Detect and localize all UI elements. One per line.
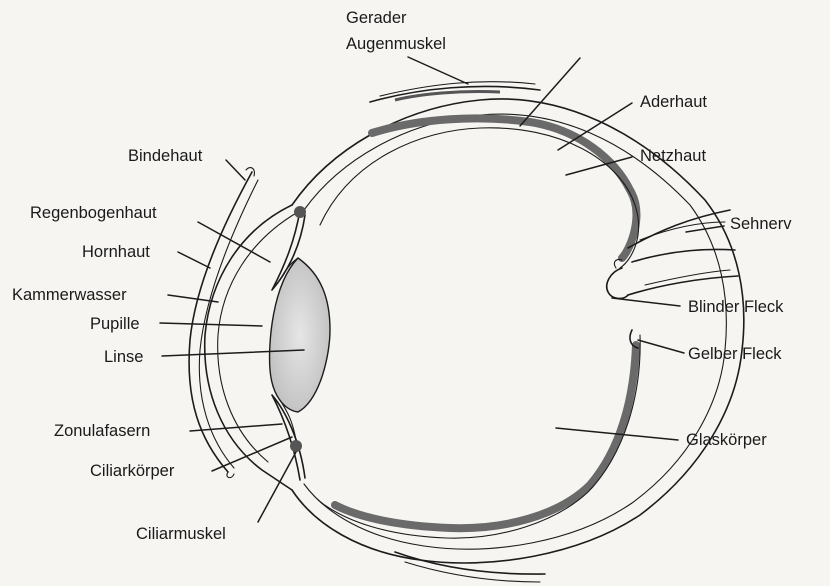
leader-pupille: [160, 323, 262, 326]
choroid-band: [372, 118, 636, 258]
label-sehnerv: Sehnerv: [730, 216, 791, 233]
label-gelber-fleck: Gelber Fleck: [688, 346, 782, 363]
leader-blinder-fleck: [612, 298, 680, 306]
retina-line-lower: [318, 335, 640, 538]
sclera-outer: [292, 99, 744, 563]
label-bindehaut: Bindehaut: [128, 148, 202, 165]
leader-gerader-augenmuskel: [408, 57, 468, 84]
label-zonulafasern: Zonulafasern: [54, 423, 150, 440]
label-glaskoerper: Glaskörper: [686, 432, 767, 449]
label-linse: Linse: [104, 349, 143, 366]
label-ciliarmuskel: Ciliarmuskel: [136, 526, 226, 543]
label-augenmuskel: Augenmuskel: [346, 36, 446, 53]
optic-nerve: [628, 210, 730, 248]
blind-spot: [607, 268, 628, 298]
leader-hornhaut: [178, 252, 210, 268]
leader-bindehaut: [226, 160, 245, 180]
choroid-band-lower: [335, 345, 636, 528]
leader-sclera: [520, 58, 580, 126]
label-gerader: Gerader: [346, 10, 407, 27]
ciliary-body-upper: [294, 206, 306, 218]
label-aderhaut: Aderhaut: [640, 94, 707, 111]
label-netzhaut: Netzhaut: [640, 148, 706, 165]
label-ciliarkoerper: Ciliarkörper: [90, 463, 174, 480]
label-kammerwasser: Kammerwasser: [12, 287, 127, 304]
ciliary-body-lower: [290, 440, 302, 452]
sclera-inner: [304, 114, 726, 549]
label-regenbogenhaut: Regenbogenhaut: [30, 205, 157, 222]
label-hornhaut: Hornhaut: [82, 244, 150, 261]
label-pupille: Pupille: [90, 316, 140, 333]
leader-ciliarmuskel: [258, 452, 296, 522]
leader-zonulafasern: [190, 424, 282, 431]
leader-gelber-fleck: [638, 340, 684, 353]
label-blinder-fleck: Blinder Fleck: [688, 299, 783, 316]
leader-sehnerv: [686, 226, 724, 232]
